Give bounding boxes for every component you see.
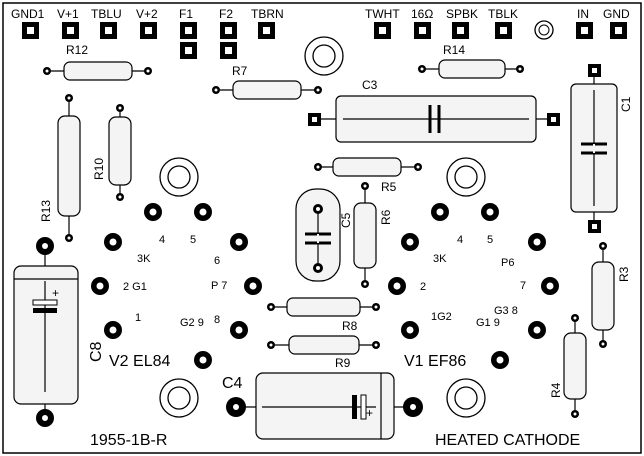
pin-label: 8 — [214, 314, 220, 326]
terminal-label-tblk: TBLK — [488, 7, 518, 21]
pin-label: 4 — [159, 234, 165, 246]
board-id: 1955-1B-R — [90, 432, 167, 449]
pin-label: 5 — [190, 234, 196, 246]
resistor-r5[interactable]: R5 — [314, 157, 422, 194]
pin-label: G3 8 — [494, 305, 518, 317]
mounting-hole — [304, 36, 344, 76]
tube-socket-v1: 1G2 2 3K 4 5 P6 7 G3 8 G1 9 V1 EF86 — [388, 157, 559, 418]
pin-label: G2 9 — [180, 317, 204, 329]
socket-center-hole — [159, 157, 199, 197]
mounting-hole — [159, 378, 199, 418]
terminal-label-spbk: SPBK — [446, 7, 478, 21]
resistor-label: R7 — [232, 64, 248, 78]
capacitor-label: C4 — [222, 375, 243, 392]
terminal-label-tblu: TBLU — [91, 7, 122, 21]
mounting-hole — [446, 378, 486, 418]
capacitor-c5[interactable]: C5 — [295, 188, 353, 282]
pin-label: 2 — [420, 281, 426, 293]
resistor-label: R10 — [92, 158, 106, 180]
pin-label: 1 — [135, 312, 141, 324]
resistor-label: R14 — [443, 43, 465, 57]
top-terminal-row: GND1 V+1 TBLU V+2 F1 F2 TBRN TWHT 16Ω SP… — [11, 7, 630, 59]
terminal-label-f1: F1 — [179, 7, 193, 21]
capacitor-label: C1 — [619, 96, 633, 112]
capacitor-c1[interactable]: C1 — [570, 64, 633, 233]
terminal-label-vplus1: V+1 — [57, 7, 79, 21]
socket-center-hole — [446, 157, 486, 197]
terminal-label-gnd1: GND1 — [11, 7, 45, 21]
terminal-label-f2: F2 — [219, 7, 233, 21]
pin-label: 6 — [214, 255, 220, 267]
resistor-r10[interactable]: R10 — [92, 104, 132, 201]
resistor-label: R9 — [335, 356, 351, 370]
tube-socket-v2: 1 2 G1 3K 4 5 6 P 7 8 G2 9 V2 EL84 — [91, 157, 262, 418]
pin-label: 4 — [457, 234, 463, 246]
pin-label: 7 — [520, 280, 526, 292]
pin-label: 3K — [137, 253, 151, 265]
resistor-r13[interactable]: R13 — [39, 94, 81, 242]
pin-label: P 7 — [211, 280, 227, 292]
capacitor-label: C8 — [88, 341, 105, 362]
resistor-label: R13 — [39, 200, 53, 222]
socket-title: V1 EF86 — [404, 353, 466, 370]
resistor-r14[interactable]: R14 — [418, 43, 524, 79]
pin-label: 1G2 — [431, 311, 452, 323]
capacitor-c4[interactable]: C4 + — [222, 372, 423, 440]
terminal-label-vplus2: V+2 — [136, 7, 158, 21]
terminal-label-tbrn: TBRN — [251, 7, 284, 21]
pin-label: 2 G1 — [123, 281, 147, 293]
resistor-r3[interactable]: R3 — [591, 242, 631, 348]
terminal-label-gnd: GND — [603, 7, 630, 21]
resistor-label: R12 — [66, 43, 88, 57]
polarity-mark: + — [52, 286, 59, 300]
capacitor-label: C3 — [362, 78, 378, 92]
resistor-r8[interactable]: R8 — [267, 297, 380, 333]
pin-label: P6 — [501, 257, 514, 269]
capacitor-label: C5 — [339, 212, 353, 228]
board-note: HEATED CATHODE — [435, 432, 580, 449]
resistor-label: R3 — [617, 266, 631, 282]
pin-label: G1 9 — [476, 317, 500, 329]
resistor-r7[interactable]: R7 — [212, 64, 322, 100]
capacitor-c3[interactable]: C3 — [308, 78, 560, 143]
terminal-label-twht: TWHT — [365, 7, 400, 21]
resistor-label: R6 — [379, 209, 393, 225]
resistor-label: R8 — [342, 319, 358, 333]
resistor-r12[interactable]: R12 — [43, 43, 152, 81]
pin-label: 5 — [487, 234, 493, 246]
resistor-label: R4 — [549, 382, 563, 398]
capacitor-c8[interactable]: + C8 — [13, 237, 105, 427]
pin-label: 3K — [433, 253, 447, 265]
resistor-r6[interactable]: R6 — [353, 182, 393, 288]
socket-title: V2 EL84 — [109, 353, 170, 370]
terminal-label-16ohm: 16Ω — [411, 7, 433, 21]
polarity-mark: + — [366, 406, 373, 420]
terminal-label-in: IN — [577, 7, 589, 21]
resistor-r4[interactable]: R4 — [549, 314, 587, 418]
mounting-hole — [534, 20, 554, 40]
resistor-label: R5 — [381, 180, 397, 194]
resistor-r9[interactable]: R9 — [267, 335, 380, 370]
